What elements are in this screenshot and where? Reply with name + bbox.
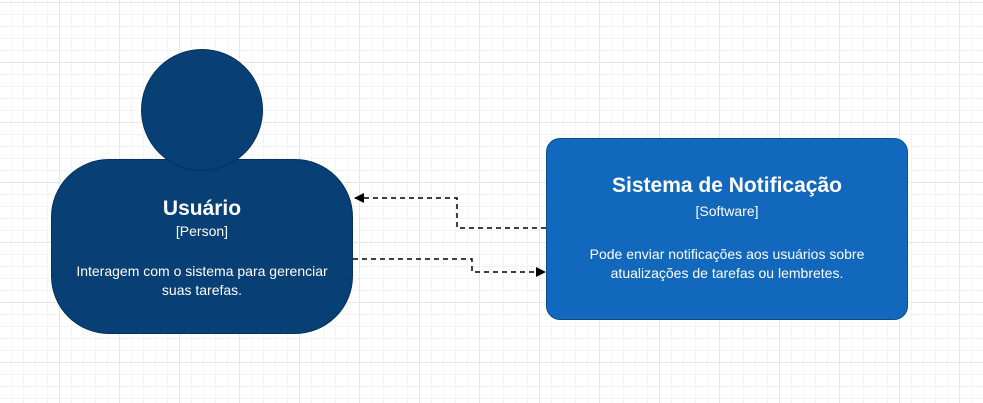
edge-person-to-system[interactable] — [353, 258, 546, 277]
system-description: Pode enviar notificações aos usuários so… — [547, 245, 907, 283]
person-type: [Person] — [175, 223, 229, 239]
person-description-line: Interagem com o sistema para gerenciar — [76, 263, 328, 279]
system-type: [Software] — [695, 203, 759, 219]
system-name: Sistema de Notificação — [612, 174, 842, 197]
edge-system-to-person[interactable] — [354, 193, 546, 229]
system-description-line: atualizações de tarefas ou lembretes. — [610, 265, 844, 281]
system-description-line: Pode enviar notificações aos usuários so… — [589, 246, 865, 262]
person-node-body[interactable]: Usuário [Person] Interagem com o sistema… — [51, 159, 353, 334]
person-node-head[interactable] — [141, 49, 263, 171]
person-description: Interagem com o sistema para gerenciar s… — [52, 262, 352, 300]
person-name: Usuário — [162, 197, 242, 220]
person-description-line: suas tarefas. — [161, 282, 243, 298]
software-system-node[interactable]: Sistema de Notificação [Software] Pode e… — [546, 138, 908, 320]
